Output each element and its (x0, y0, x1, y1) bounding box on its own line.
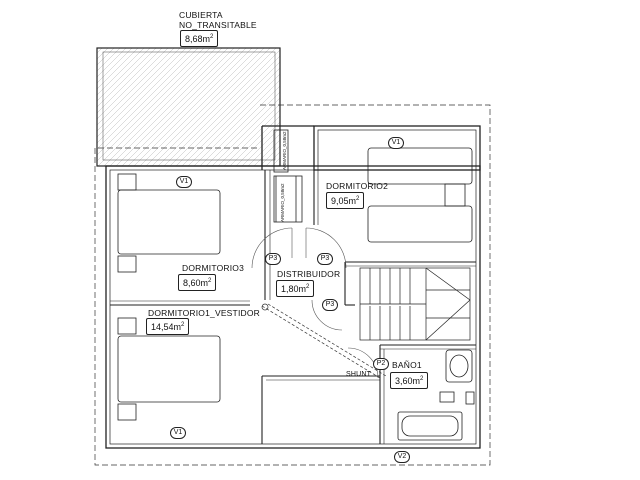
bano1-name: BAÑO1 (392, 360, 422, 370)
bathroom-fixtures (397, 349, 475, 441)
cubierta-area: 8,68m2 (180, 30, 219, 47)
interior-walls (110, 170, 476, 444)
door-tag-p3-left: P3 (265, 253, 281, 265)
dormitorio2-area: 9,05m2 (326, 192, 365, 209)
shunt-label: SHUNT (346, 371, 372, 378)
dormitorio1-name: DORMITORIO1_VESTIDOR (148, 308, 260, 318)
door-tag-p3-lower: P3 (322, 299, 338, 311)
window-tag-v2: V2 (394, 451, 410, 463)
door-tag-p2: P2 (373, 358, 389, 370)
window-tag-v1-top: V1 (388, 137, 404, 149)
bed-dormitorio3 (117, 173, 221, 273)
dormitorio2-name: DORMITORIO2 (326, 181, 389, 191)
shunt-duct (261, 303, 387, 379)
dormitorio3-name: DORMITORIO3 (182, 263, 245, 273)
cubierta-roof-area (96, 47, 281, 167)
bed-dormitorio2 (367, 147, 473, 243)
window-tag-v1-left: V1 (176, 176, 192, 188)
door-tag-p3-right: P3 (317, 253, 333, 265)
bed-dormitorio1 (117, 317, 221, 421)
armarios (273, 129, 303, 223)
window-tag-v1-bottom: V1 (170, 427, 186, 439)
windows (140, 125, 440, 449)
bano1-area: 3,60m2 (390, 372, 429, 389)
distribuidor-name: DISTRIBUIDOR (277, 269, 341, 279)
door-swings (251, 227, 379, 379)
distribuidor-area: 1,80m2 (276, 280, 315, 297)
armario-label-top: ARMARIO_0,58m2 (282, 131, 287, 170)
dormitorio1-area: 14,54m2 (146, 318, 190, 335)
staircase (359, 267, 471, 341)
dormitorio3-area: 8,60m2 (178, 274, 217, 291)
cubierta-name: CUBIERTA NO_TRANSITABLE (179, 10, 257, 30)
dashed-outline (94, 104, 491, 466)
armario-label-bottom: ARMARIO_0,58m2 (280, 183, 285, 222)
